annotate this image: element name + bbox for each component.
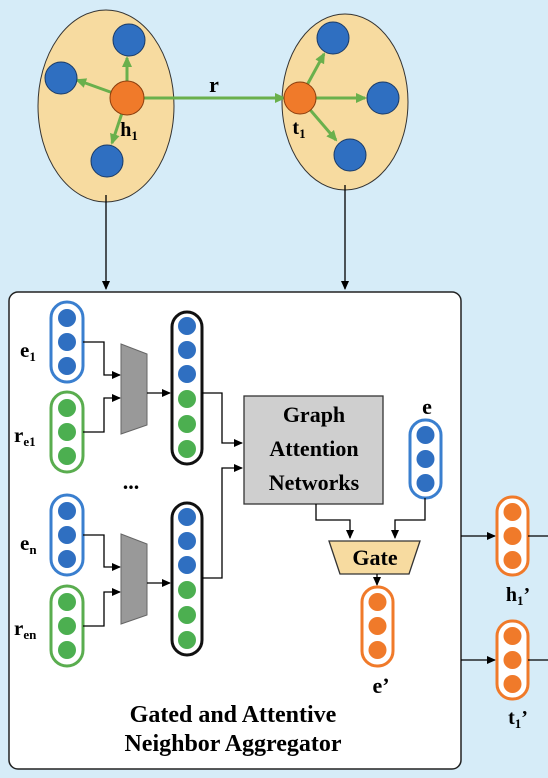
- e1-vector: [49, 300, 85, 384]
- concat-trapezoid-n: [120, 533, 148, 625]
- concat-vector-1: [170, 310, 204, 466]
- tail-output-vector: [495, 619, 530, 701]
- ren-vector: [49, 584, 85, 668]
- tail-neighbor-node: [366, 81, 400, 115]
- gat-to-gate-arrow: [315, 504, 354, 539]
- tail-neighbor-node: [333, 138, 367, 172]
- ren-to-trapezoid-arrow: [83, 588, 121, 627]
- head-entity-label: h1: [120, 119, 138, 143]
- gat-label-line1: Graph: [283, 402, 345, 427]
- gat-label-line2: Attention: [269, 436, 358, 461]
- self-entity-label: e: [422, 394, 432, 419]
- concat-n-to-gat-arrow: [202, 464, 243, 579]
- relation-label: r: [209, 72, 219, 97]
- concat-vector-n: [170, 501, 204, 657]
- tail-entity-label: t1: [292, 117, 305, 141]
- re1-label: re1: [14, 423, 36, 449]
- re1-to-trapezoid-arrow: [83, 394, 121, 433]
- ellipsis: ...: [123, 469, 140, 494]
- concat-1-to-gat-arrow: [202, 392, 243, 447]
- aggregator-title-line1: Gated and Attentive: [130, 702, 337, 728]
- aggregator-title-line2: Neighbor Aggregator: [124, 731, 341, 757]
- self-entity-vector: [408, 418, 443, 500]
- knowledge-graph: r h1 t1: [37, 9, 409, 290]
- gate-box: [328, 540, 421, 575]
- en-label: en: [20, 531, 37, 557]
- aggregator-panel: e1 re1 en ren: [8, 291, 462, 770]
- head-neighbor-node: [90, 144, 124, 178]
- head-output-vector: [495, 495, 530, 577]
- tail-output-label: t1’: [508, 707, 528, 731]
- graph-attention-networks-box: [243, 395, 384, 505]
- gat-label-line3: Networks: [269, 470, 360, 495]
- gate-label: Gate: [352, 545, 397, 570]
- output-entity-vector: [360, 585, 395, 668]
- head-output-label: h1’: [506, 584, 530, 608]
- outputs: h1’ t1’: [461, 495, 548, 731]
- head-neighbor-node: [44, 61, 78, 95]
- tail-neighbor-node: [316, 21, 350, 55]
- e1-to-trapezoid-arrow: [83, 341, 121, 379]
- head-entity-node: [109, 80, 145, 116]
- tail-entity-node: [283, 81, 317, 115]
- ren-label: ren: [14, 616, 37, 642]
- e1-label: e1: [20, 338, 36, 364]
- en-to-trapezoid-arrow: [83, 534, 121, 571]
- concat-trapezoid-1: [120, 343, 148, 435]
- self-entity-to-gate-arrow: [391, 498, 426, 539]
- head-neighbor-node: [112, 23, 146, 57]
- output-entity-label: e’: [372, 673, 389, 698]
- re1-vector: [49, 390, 85, 474]
- en-vector: [49, 493, 85, 577]
